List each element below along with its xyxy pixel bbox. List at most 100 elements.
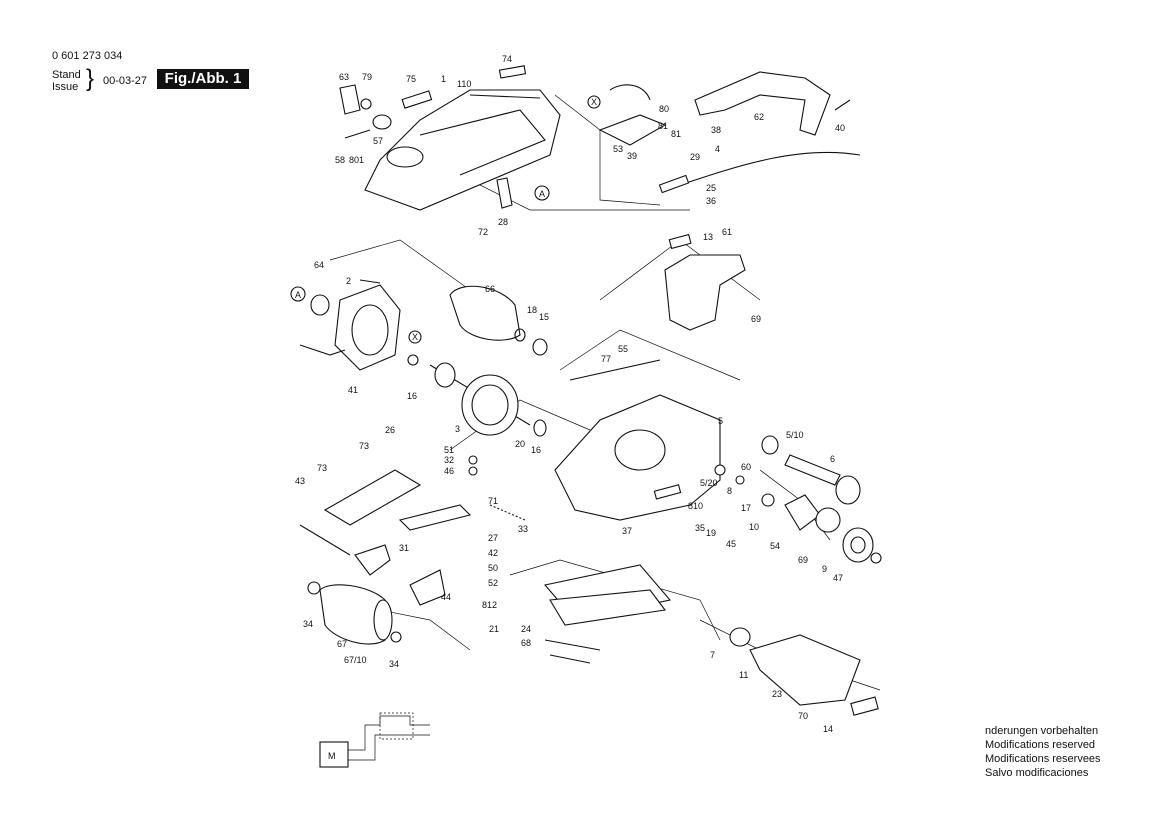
callout: 45 (726, 539, 736, 549)
callout: 31 (399, 543, 409, 553)
callout: 33 (518, 524, 528, 534)
callout: 66 (485, 284, 495, 294)
callout: 75 (406, 74, 416, 84)
callout: 4 (715, 144, 720, 154)
callout: 47 (833, 573, 843, 583)
callout: 32 (444, 455, 454, 465)
callout: 42 (488, 548, 498, 558)
drive-roller (449, 285, 548, 356)
callout: 5/10 (786, 430, 804, 440)
callout: 19 (706, 528, 716, 538)
callout: 9 (822, 564, 827, 574)
callout: 8 (727, 486, 732, 496)
callout: 79 (362, 72, 372, 82)
callout: 77 (601, 354, 611, 364)
sander-housing (339, 65, 561, 211)
callout: 23 (772, 689, 782, 699)
brace-glyph: } (86, 65, 95, 92)
callout: 81 (671, 129, 681, 139)
callout: 812 (482, 600, 497, 610)
callout: 2 (346, 276, 351, 286)
callout: 58 (335, 155, 345, 165)
callout: 71 (488, 496, 498, 506)
callout: 16 (531, 445, 541, 455)
callout: 55 (618, 344, 628, 354)
footer-line: Modifications reservees (985, 753, 1101, 765)
callout: 50 (488, 563, 498, 573)
callout: 67 (337, 639, 347, 649)
callout: 69 (751, 314, 761, 324)
callout: 37 (622, 526, 632, 536)
callout: 34 (389, 659, 399, 669)
callout: 68 (521, 638, 531, 648)
callout: 62 (754, 112, 764, 122)
callout: 35 (695, 523, 705, 533)
callout: 73 (317, 463, 327, 473)
callout: 73 (359, 441, 369, 451)
callout: 80 (659, 104, 669, 114)
callout: 20 (515, 439, 525, 449)
callout: 34 (303, 619, 313, 629)
marker-a: A (539, 189, 545, 199)
callout: 60 (741, 462, 751, 472)
callout: 10 (749, 522, 759, 532)
motor-label: M (328, 751, 336, 761)
marker-a: A (295, 290, 301, 300)
callout: 14 (823, 724, 833, 734)
handle-assembly (598, 71, 861, 194)
callout: 72 (478, 227, 488, 237)
callout: 67/10 (344, 655, 367, 665)
gear-housing (554, 359, 721, 521)
drive-gears (714, 435, 882, 564)
belt-guard (664, 233, 746, 331)
callout: 27 (488, 533, 498, 543)
callout: 810 (688, 501, 703, 511)
callout: 70 (798, 711, 808, 721)
callout: 24 (521, 624, 531, 634)
callout: 54 (770, 541, 780, 551)
figure-label: Fig./Abb. 1 (157, 69, 249, 89)
callout: 52 (488, 578, 498, 588)
callout: 53 (613, 144, 623, 154)
reference-markers: A A X X (290, 95, 601, 344)
callout: 81 (658, 121, 668, 131)
callout: 13 (703, 232, 713, 242)
callout: 17 (741, 503, 751, 513)
stator (299, 279, 419, 371)
footer-line: Salvo modificaciones (985, 767, 1089, 779)
callout: 15 (539, 312, 549, 322)
callout: 74 (502, 54, 512, 64)
callout: 64 (314, 260, 324, 270)
callout: 3 (455, 424, 460, 434)
marker-x: X (591, 97, 597, 107)
callout: 63 (339, 72, 349, 82)
base-shoe (729, 627, 879, 716)
callout: 16 (407, 391, 417, 401)
callout: 7 (710, 650, 715, 660)
callout: 61 (722, 227, 732, 237)
callout: 38 (711, 125, 721, 135)
callouts: 1 2 3 4 5 5/10 5/20 6 7 8 9 10 11 13 14 … (295, 54, 845, 734)
issue-date: 00-03-27 (103, 75, 148, 87)
callout: 51 (444, 445, 454, 455)
callout: 40 (835, 123, 845, 133)
part-number: 0 601 273 034 (52, 50, 123, 62)
callout: 5/20 (700, 478, 718, 488)
callout: 28 (498, 217, 508, 227)
footer-line: Modifications reserved (985, 739, 1096, 751)
platen-assembly (299, 455, 672, 664)
armature (429, 362, 547, 437)
marker-x: X (412, 332, 418, 342)
callout: 18 (527, 305, 537, 315)
callout: 1 (441, 74, 446, 84)
callout: 6 (830, 454, 835, 464)
callout: 39 (627, 151, 637, 161)
callout: 41 (348, 385, 358, 395)
callout: 29 (690, 152, 700, 162)
issue-label: Issue (52, 81, 79, 93)
callout: 69 (798, 555, 808, 565)
callout: 43 (295, 476, 305, 486)
wiring-schematic: M (319, 712, 430, 768)
stand-label: Stand (52, 69, 81, 81)
